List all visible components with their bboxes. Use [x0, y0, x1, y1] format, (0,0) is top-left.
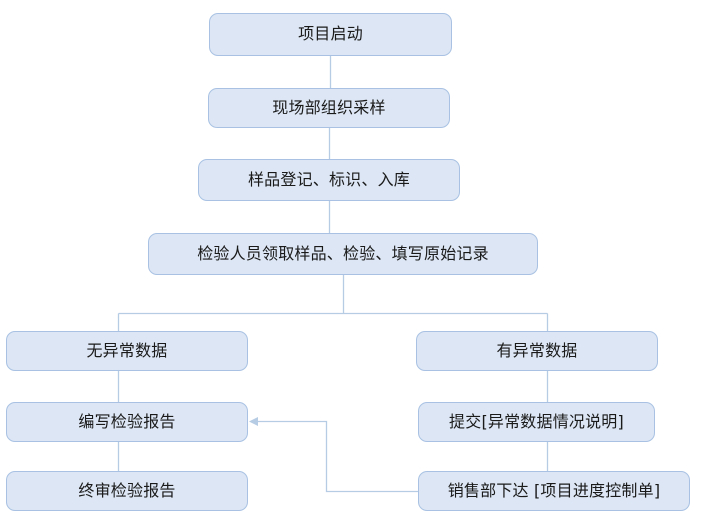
node-write-report[interactable]: 编写检验报告 — [6, 402, 248, 442]
node-field-sampling-label: 现场部组织采样 — [272, 97, 386, 117]
arrowhead-icon — [249, 417, 258, 426]
node-project-start-label: 项目启动 — [298, 24, 363, 44]
node-inspection-record-label: 检验人员领取样品、检验、填写原始记录 — [197, 243, 489, 263]
node-field-sampling[interactable]: 现场部组织采样 — [208, 88, 450, 128]
node-sales-dept-order[interactable]: 销售部下达 [项目进度控制单] — [418, 471, 690, 511]
node-submit-abnormal-statement[interactable]: 提交[异常数据情况说明] — [418, 402, 655, 442]
node-has-abnormal-data-label: 有异常数据 — [496, 340, 578, 360]
node-submit-abnormal-statement-label: 提交[异常数据情况说明] — [449, 411, 624, 431]
connector-sales-order-feedback — [253, 420, 418, 493]
node-sample-registration-label: 样品登记、标识、入库 — [247, 169, 410, 189]
node-final-review-report[interactable]: 终审检验报告 — [6, 471, 248, 511]
node-has-abnormal-data[interactable]: 有异常数据 — [416, 331, 658, 371]
node-final-review-report-label: 终审检验报告 — [78, 480, 176, 500]
node-inspection-record[interactable]: 检验人员领取样品、检验、填写原始记录 — [148, 233, 538, 275]
node-no-abnormal-data[interactable]: 无异常数据 — [6, 331, 248, 371]
node-sales-dept-order-label: 销售部下达 [项目进度控制单] — [447, 480, 661, 500]
node-no-abnormal-data-label: 无异常数据 — [86, 340, 168, 360]
node-sample-registration[interactable]: 样品登记、标识、入库 — [198, 159, 460, 201]
node-write-report-label: 编写检验报告 — [78, 411, 176, 431]
node-project-start[interactable]: 项目启动 — [209, 13, 452, 56]
